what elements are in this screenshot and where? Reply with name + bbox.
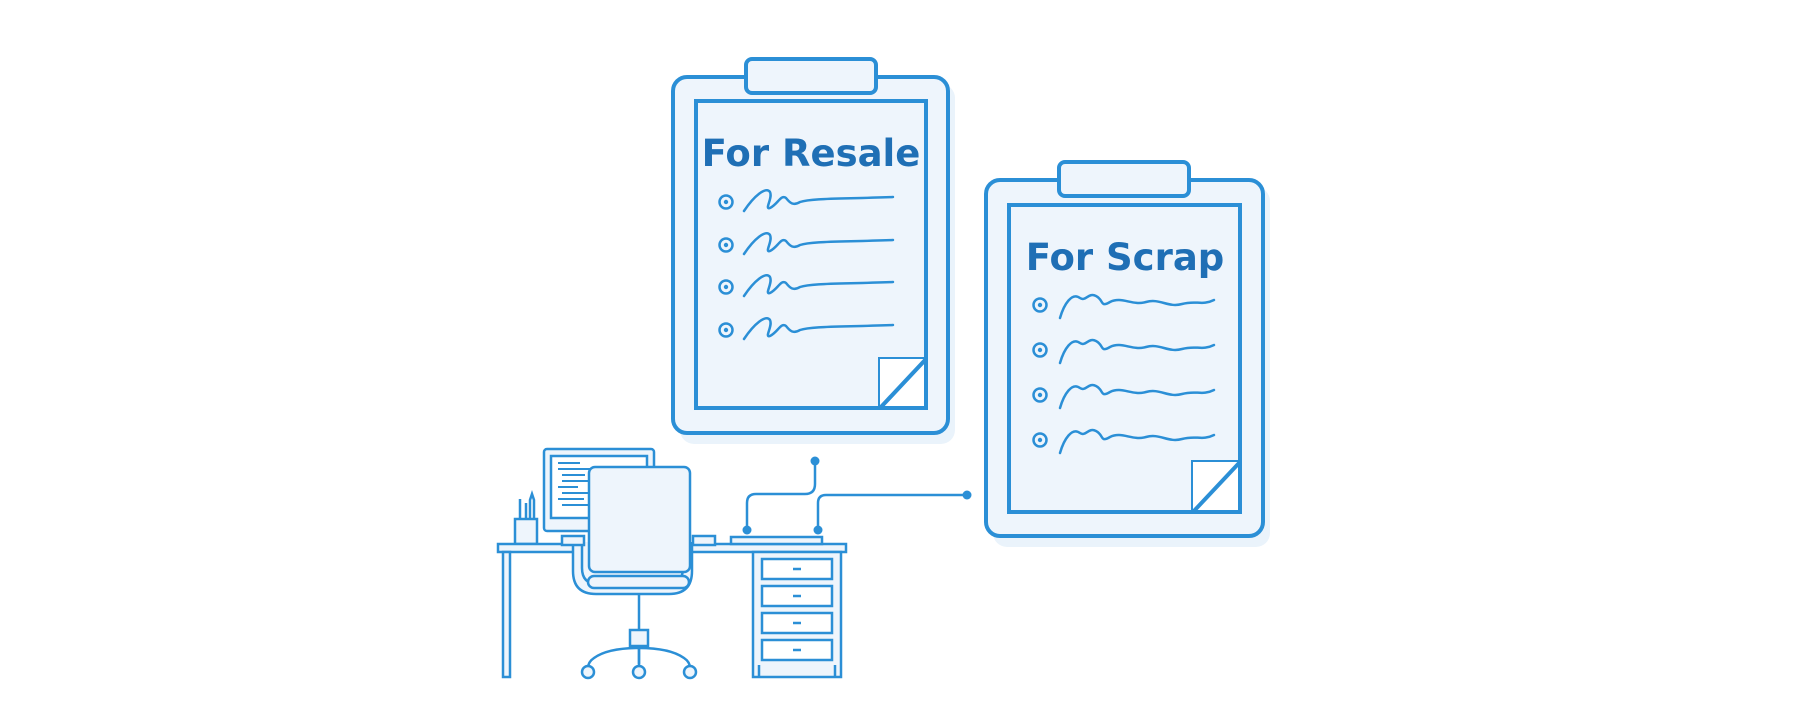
bullet-icon <box>718 237 734 253</box>
clipboard-scrap-clip <box>1057 160 1191 198</box>
scribble-line <box>1058 338 1216 365</box>
clipboard-resale-title: For Resale <box>702 132 921 175</box>
bullet-icon <box>1032 387 1048 403</box>
connector-dot <box>810 456 820 466</box>
pen-holder-icon <box>513 490 539 546</box>
list-item <box>1032 338 1216 365</box>
list-item <box>718 189 895 213</box>
scribble-line <box>742 232 895 256</box>
bullet-icon <box>1032 432 1048 448</box>
scribble-line <box>1058 293 1216 320</box>
bullet-icon <box>1032 342 1048 358</box>
list-item <box>1032 293 1216 320</box>
clipboard-resale: For Resale <box>671 57 955 444</box>
list-item <box>1032 428 1216 455</box>
connector-lines <box>742 456 972 535</box>
bullet-icon <box>718 279 734 295</box>
list-item <box>1032 383 1216 410</box>
scribble-line <box>742 274 895 298</box>
clipboard-scrap-list <box>1032 293 1216 455</box>
scribble-line <box>1058 383 1216 410</box>
clipboard-scrap-title: For Scrap <box>1026 236 1225 279</box>
keyboard-icon <box>729 535 824 546</box>
scribble-line <box>742 317 895 341</box>
wheel-icon <box>631 664 647 680</box>
connector-dot <box>962 490 972 500</box>
list-item <box>718 274 895 298</box>
page-curl-icon <box>878 357 928 410</box>
bullet-icon <box>1032 297 1048 313</box>
bullet-icon <box>718 322 734 338</box>
wheel-icon <box>682 664 698 680</box>
scribble-line <box>742 189 895 213</box>
desk-scene <box>496 447 848 680</box>
list-item <box>718 317 895 341</box>
connector-dot <box>742 525 752 535</box>
wheel-icon <box>580 664 596 680</box>
connector-line-resale <box>745 461 817 530</box>
clipboard-resale-paper <box>694 99 928 410</box>
bullet-icon <box>718 194 734 210</box>
drawer-cabinet <box>751 550 843 679</box>
scribble-line <box>1058 428 1216 455</box>
list-item <box>718 232 895 256</box>
desk-leg <box>501 550 512 679</box>
connector-dot <box>813 525 823 535</box>
page-curl-icon <box>1191 460 1242 514</box>
clipboard-resale-clip <box>744 57 878 95</box>
office-chair-icon <box>560 465 717 680</box>
clipboard-scrap: For Scrap <box>984 160 1270 547</box>
clipboard-resale-list <box>718 189 895 341</box>
connector-line-scrap <box>816 493 967 530</box>
